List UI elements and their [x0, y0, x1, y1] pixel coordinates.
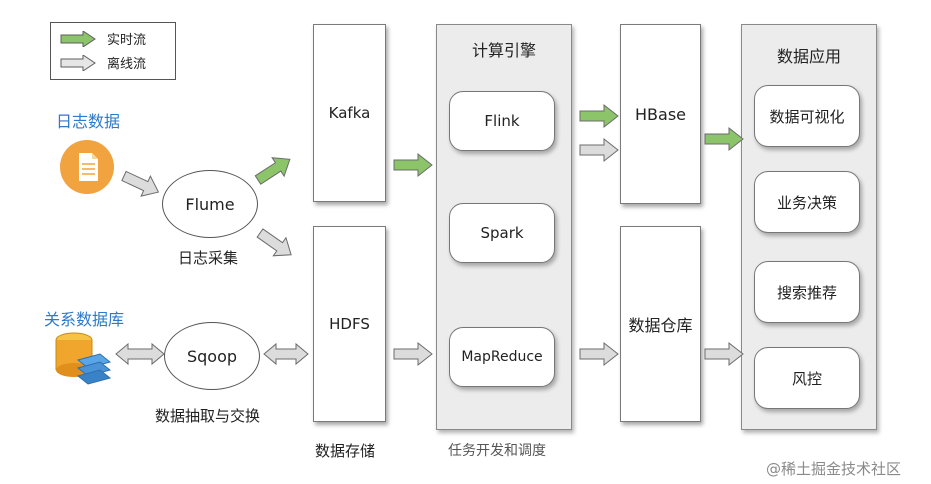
hdfs-label: HDFS	[329, 315, 370, 333]
app-business-decision: 业务决策	[754, 171, 860, 233]
hbase-label: HBase	[635, 104, 686, 124]
arrow-flume-to-hdfs	[253, 223, 298, 265]
legend-realtime-label: 实时流	[107, 33, 147, 48]
arrow-kafka-to-compute	[393, 153, 433, 177]
kafka-label: Kafka	[328, 104, 371, 122]
arrow-hbase-to-apps	[704, 127, 744, 151]
hdfs-box: HDFS	[313, 226, 386, 422]
realtime-arrow-icon	[60, 31, 96, 47]
flume-caption: 日志采集	[178, 249, 239, 267]
arrow-db-sqoop-bidirectional	[115, 342, 165, 366]
sqoop-caption: 数据抽取与交换	[155, 407, 261, 425]
watermark: @稀土掘金技术社区	[766, 460, 902, 478]
mapreduce-engine: MapReduce	[449, 327, 555, 387]
log-data-title: 日志数据	[56, 112, 121, 131]
compute-engine-title: 计算引擎	[471, 41, 536, 60]
legend: 实时流 离线流	[50, 22, 176, 80]
compute-engine-panel: 计算引擎 Flink Spark MapReduce	[436, 24, 572, 430]
arrow-compute-to-warehouse	[579, 342, 619, 366]
data-warehouse-label: 数据仓库	[628, 316, 693, 335]
app-visualization: 数据可视化	[754, 85, 860, 147]
legend-offline-label: 离线流	[107, 57, 147, 72]
offline-arrow-icon	[60, 55, 96, 71]
data-application-panel: 数据应用 数据可视化 业务决策 搜索推荐 风控	[741, 24, 877, 430]
database-icon	[52, 330, 114, 392]
flink-engine: Flink	[449, 91, 555, 151]
kafka-box: Kafka	[313, 24, 386, 202]
arrow-hdfs-to-compute	[393, 342, 433, 366]
flume-node: Flume	[162, 170, 258, 238]
spark-engine: Spark	[449, 203, 555, 263]
arrow-sqoop-hdfs-bidirectional	[263, 342, 309, 366]
data-warehouse-box: 数据仓库	[620, 226, 701, 422]
arrow-compute-to-hbase-realtime	[579, 104, 619, 128]
sqoop-node: Sqoop	[164, 322, 260, 390]
storage-caption: 数据存储	[315, 442, 376, 460]
arrow-warehouse-to-apps	[704, 342, 744, 366]
log-file-icon	[60, 140, 114, 194]
arrow-log-to-flume	[118, 165, 164, 203]
arrow-flume-to-kafka	[251, 149, 297, 190]
compute-caption: 任务开发和调度	[448, 443, 546, 459]
data-application-title: 数据应用	[776, 47, 841, 66]
relational-db-title: 关系数据库	[44, 310, 125, 329]
hbase-box: HBase	[620, 24, 701, 204]
arrow-compute-to-hbase-offline	[579, 138, 619, 162]
app-risk-control: 风控	[754, 347, 860, 409]
app-search-recommend: 搜索推荐	[754, 261, 860, 323]
